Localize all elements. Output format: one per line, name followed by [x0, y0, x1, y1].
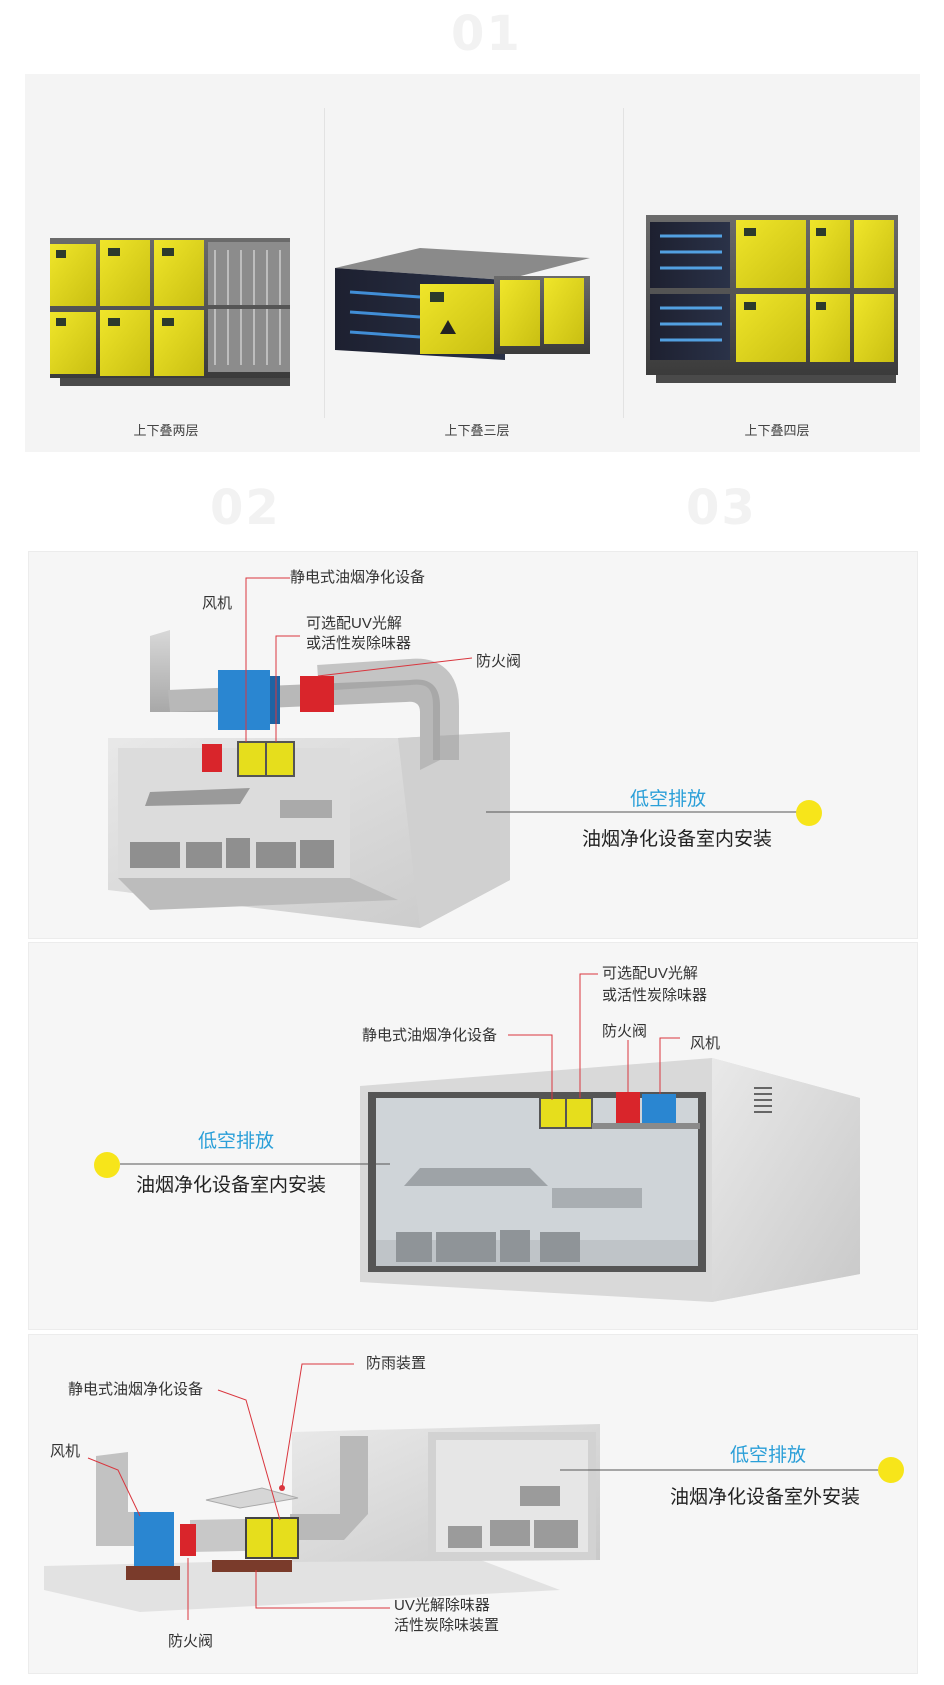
label-uv-optional-line1: 可选配UV光解	[306, 615, 402, 632]
yellow-marker-dot	[878, 1457, 904, 1483]
label-rain-guard: 防雨装置	[366, 1355, 427, 1372]
yellow-marker-dot	[94, 1152, 120, 1178]
label-fire-damper: 防火阀	[476, 653, 522, 670]
label-activated-carbon: 活性炭除味装置	[394, 1617, 500, 1634]
product-four-layer-image	[646, 215, 898, 383]
label-uv-optional-line1: 可选配UV光解	[602, 965, 698, 982]
product-three-layer-image	[335, 248, 590, 360]
title-low-emission: 低空排放	[730, 1445, 807, 1466]
label-uv-optional-line2: 或活性炭除味器	[306, 635, 412, 652]
label-fire-damper: 防火阀	[602, 1023, 648, 1040]
panel-divider	[324, 108, 325, 418]
title-low-emission: 低空排放	[198, 1131, 275, 1152]
label-uv-deodorizer: UV光解除味器	[394, 1597, 490, 1614]
panel-divider	[623, 108, 624, 418]
section-number-03: 03	[686, 480, 757, 536]
product-illustrations	[50, 215, 898, 386]
section-number-02: 02	[210, 480, 281, 536]
product-caption-three-layer: 上下叠三层	[444, 423, 510, 438]
label-electrostatic-device: 静电式油烟净化设备	[290, 569, 426, 586]
install-diagram-2-illustration	[120, 973, 860, 1302]
yellow-marker-dot	[796, 800, 822, 826]
label-fan: 风机	[202, 595, 233, 612]
install-diagram-1-illustration	[108, 577, 800, 928]
product-caption-two-layer: 上下叠两层	[133, 423, 199, 438]
label-fire-damper: 防火阀	[168, 1633, 214, 1650]
label-uv-optional-line2: 或活性炭除味器	[602, 987, 708, 1004]
subtitle-indoor-install: 油烟净化设备室内安装	[136, 1175, 327, 1196]
title-low-emission: 低空排放	[630, 789, 707, 810]
label-fan: 风机	[50, 1443, 81, 1460]
label-electrostatic-device: 静电式油烟净化设备	[362, 1027, 498, 1044]
product-two-layer-image	[50, 238, 290, 386]
label-fan: 风机	[690, 1035, 721, 1052]
label-electrostatic-device: 静电式油烟净化设备	[68, 1381, 204, 1398]
product-caption-four-layer: 上下叠四层	[744, 423, 810, 438]
subtitle-outdoor-install: 油烟净化设备室外安装	[670, 1487, 861, 1508]
subtitle-indoor-install: 油烟净化设备室内安装	[582, 829, 773, 850]
section-number-01: 01	[451, 6, 522, 62]
